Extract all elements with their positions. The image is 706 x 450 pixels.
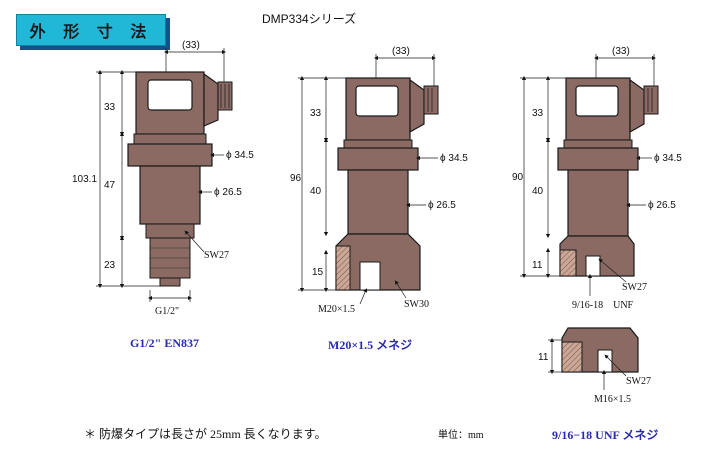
d1-dia-small: ϕ 26.5 xyxy=(214,187,242,198)
d1-dim-width: (33) xyxy=(182,40,200,51)
d2-dia-small: ϕ 26.5 xyxy=(428,200,456,211)
drawing-m16-detail: 11 SW27 M16×1.5 xyxy=(538,327,651,405)
d4-dim-h: 11 xyxy=(538,352,549,363)
d3-dia-large: ϕ 34.5 xyxy=(654,153,682,164)
d3-dim-h-mid: 40 xyxy=(532,186,544,197)
caption-m20: M20×1.5 メネジ xyxy=(328,338,413,352)
d3-dim-h-top: 33 xyxy=(532,108,544,119)
unit-label: 単位：mm xyxy=(438,430,484,441)
caption-g12: G1/2" EN837 xyxy=(130,336,199,350)
d1-dia-large: ϕ 34.5 xyxy=(226,150,254,161)
series-title: DMP334シリーズ xyxy=(262,12,357,26)
d2-dim-h-mid: 40 xyxy=(310,186,322,197)
d3-dim-total: 90 xyxy=(512,172,524,183)
d1-dim-h-top: 33 xyxy=(104,102,116,113)
section-title-badge: 外 形 寸 法 xyxy=(16,14,166,46)
drawing-m20-female: (33) 33 40 15 96 ϕ 34.5 ϕ 26.5 SW30 M20×… xyxy=(290,46,468,315)
d2-dim-width: (33) xyxy=(392,46,410,57)
d3-dia-small: ϕ 26.5 xyxy=(648,200,676,211)
d3-dim-width: (33) xyxy=(612,46,630,57)
d2-dim-h-top: 33 xyxy=(310,108,322,119)
d4-wrench: SW27 xyxy=(626,376,651,387)
d3-thread: 9/16-18 UNF xyxy=(572,300,634,311)
caption-unf: 9/16−18 UNF メネジ xyxy=(552,428,659,442)
drawing-9-16-unf-female: (33) 33 40 11 90 ϕ 34.5 ϕ 26.5 SW27 9/16… xyxy=(512,46,682,311)
d1-thread: G1/2" xyxy=(155,306,179,317)
d3-wrench: SW27 xyxy=(622,282,647,293)
d1-wrench: SW27 xyxy=(204,250,229,261)
d1-dim-total: 103.1 xyxy=(72,174,97,185)
d1-dim-h-bot: 23 xyxy=(104,260,116,271)
d2-wrench: SW30 xyxy=(404,299,429,310)
d4-thread: M16×1.5 xyxy=(594,394,631,405)
drawing-g12-en837: (33) 33 47 23 103.1 ϕ 34.5 ϕ 26.5 SW27 G… xyxy=(72,40,254,317)
d3-dim-h-bot: 11 xyxy=(532,260,543,271)
d2-dia-large: ϕ 34.5 xyxy=(440,153,468,164)
d2-dim-h-bot: 15 xyxy=(312,267,324,278)
explosion-proof-note: ＊ 防爆タイプは長さが 25mm 長くなります。 xyxy=(84,427,327,441)
d2-thread: M20×1.5 xyxy=(318,304,355,315)
d1-dim-h-mid: 47 xyxy=(104,180,116,191)
d2-dim-total: 96 xyxy=(290,173,302,184)
section-title: 外 形 寸 法 xyxy=(29,22,153,41)
